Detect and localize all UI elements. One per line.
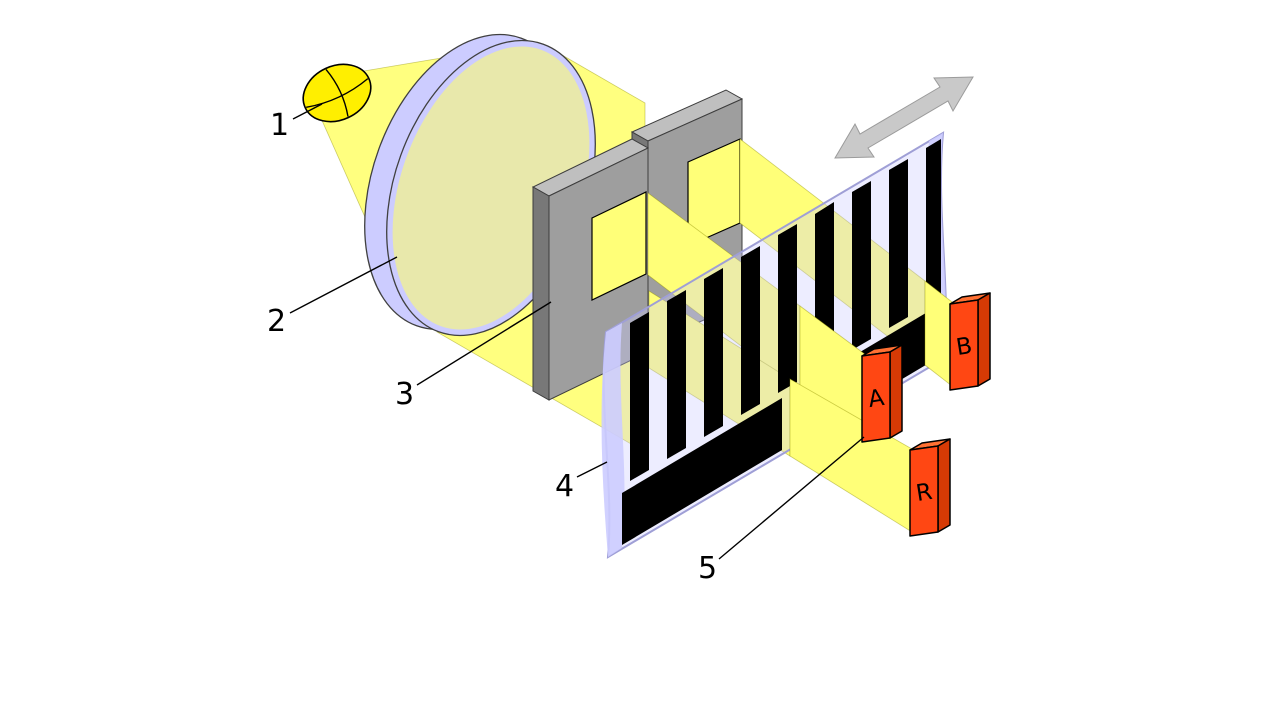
sensor-b-front <box>949 299 979 391</box>
sensor-r-label: R <box>914 479 934 507</box>
sensor-b-label: B <box>954 333 974 361</box>
sensor-r: R <box>909 438 951 537</box>
callout-line-1 <box>292 103 323 120</box>
callout-line-5 <box>718 436 865 560</box>
scale-stripe <box>926 139 941 306</box>
sensor-r-side <box>937 438 951 533</box>
beam-bands-front-of-scale <box>789 280 953 533</box>
reference-track-left <box>622 398 782 545</box>
scale-left-edge <box>601 323 625 557</box>
scale-stripe <box>778 224 797 393</box>
callout-3: 3 <box>395 377 414 412</box>
sensor-r-front <box>909 445 939 537</box>
scale-stripe <box>667 290 686 459</box>
callout-5: 5 <box>698 551 717 586</box>
callout-1: 1 <box>270 108 289 143</box>
scale-stripe <box>630 312 649 481</box>
sensor-b: B <box>949 292 991 391</box>
sensor-a-front <box>861 351 891 443</box>
light-source-lamp <box>302 63 372 123</box>
scale-stripe <box>889 159 908 328</box>
scale-stripe <box>852 181 871 350</box>
callout-lines <box>289 103 865 560</box>
sensor-a-side <box>889 344 903 439</box>
scale-stripe <box>704 268 723 437</box>
mask-plate-a-side <box>532 186 550 401</box>
sensor-b-side <box>977 292 991 387</box>
mask-window-a <box>591 191 647 301</box>
callout-4: 4 <box>555 469 574 504</box>
condenser-lens <box>364 33 596 337</box>
sensor-a-label: A <box>866 385 886 413</box>
scale-stripe <box>741 246 760 415</box>
lamp-cross-icon <box>306 68 369 117</box>
callout-line-2 <box>289 256 398 314</box>
motion-arrow-icon <box>834 76 974 159</box>
callout-line-3 <box>416 301 552 386</box>
callout-2: 2 <box>267 304 286 339</box>
callout-line-4 <box>576 461 608 478</box>
sensor-a: A <box>861 344 903 443</box>
